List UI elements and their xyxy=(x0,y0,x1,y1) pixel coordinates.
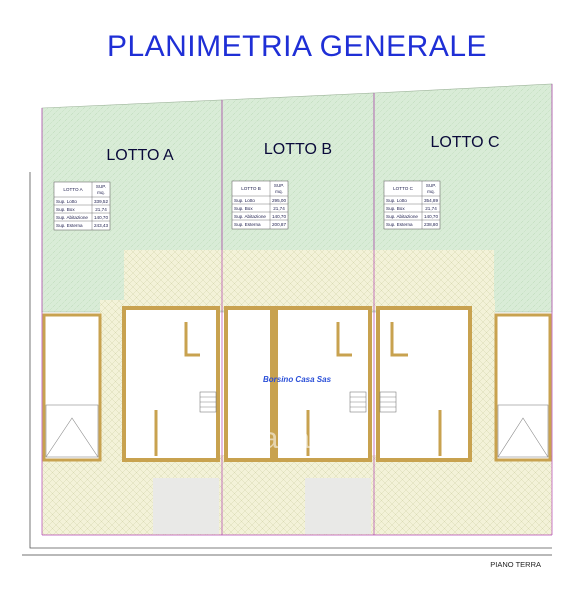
lot-c-row-label: Sup. Lotto xyxy=(386,198,407,203)
lot-a-label: LOTTO A xyxy=(106,147,174,164)
lot-a-row-value: 243,43 xyxy=(94,223,108,228)
garage-left xyxy=(42,313,102,462)
floor-label: PIANO TERRA xyxy=(490,560,541,569)
lot-c-row-label: Sup. Abitazione xyxy=(386,214,418,219)
lot-c-row-value: 140,70 xyxy=(424,214,438,219)
lot-b-table-unit-top: SUP. xyxy=(274,183,284,188)
agency-label: Borsino Casa Sas xyxy=(263,375,332,384)
lot-c-row-label: Sup. Box xyxy=(386,206,405,211)
lot-c-table: LOTTO C SUP. mq. Sup. Lotto 354,89 Sup. … xyxy=(383,180,441,230)
lot-a-row-label: Sup. Lotto xyxy=(56,199,77,204)
lot-a-row-value: 339,52 xyxy=(94,199,108,204)
lot-a-table-unit-top: SUP. xyxy=(96,184,106,189)
lot-c-row-value: 354,89 xyxy=(424,198,438,203)
lot-b-label: LOTTO B xyxy=(264,141,332,158)
lot-a-table-title: LOTTO A xyxy=(63,187,83,192)
driveways xyxy=(153,478,371,534)
lot-c-table-title: LOTTO C xyxy=(393,186,414,191)
lot-b-table-unit-bottom: mq. xyxy=(275,189,283,194)
lot-a-row-label: Sup. Box xyxy=(56,207,75,212)
lot-c-row-value: 238,80 xyxy=(424,222,438,227)
lot-a-table-unit-bottom: mq. xyxy=(97,190,105,195)
lot-a-row-label: Sup. Esterna xyxy=(56,223,83,228)
lot-b-row-value: 140,70 xyxy=(272,214,286,219)
lot-b-row-label: Sup. Box xyxy=(234,206,253,211)
lot-b-row-value: 295,00 xyxy=(272,198,286,203)
lot-c-table-unit-bottom: mq. xyxy=(427,189,435,194)
lot-b-row-value: 21,74 xyxy=(273,206,285,211)
lot-b-table-title: LOTTO B xyxy=(241,186,261,191)
lot-b-row-value: 200,87 xyxy=(272,222,286,227)
lot-a-row-value: 21,74 xyxy=(95,207,107,212)
site-boundary xyxy=(22,84,553,556)
watermark-logo: casa.it xyxy=(247,422,334,455)
lot-b-row-label: Sup. Esterna xyxy=(234,222,261,227)
garage-right xyxy=(494,313,552,462)
lot-a-row-value: 140,70 xyxy=(94,215,108,220)
lot-b-row-label: Sup. Lotto xyxy=(234,198,255,203)
lot-b-table: LOTTO B SUP. mq. Sup. Lotto 295,00 Sup. … xyxy=(231,180,289,230)
page-title: PLANIMETRIA GENERALE xyxy=(107,30,487,63)
lot-c-row-label: Sup. Esterna xyxy=(386,222,413,227)
house-units xyxy=(122,306,472,462)
lot-c-label: LOTTO C xyxy=(430,134,499,151)
lot-a-row-label: Sup. Abitazione xyxy=(56,215,88,220)
lot-a-table: LOTTO A SUP. mq. Sup. Lotto 339,52 Sup. … xyxy=(53,181,111,231)
lot-b-row-label: Sup. Abitazione xyxy=(234,214,266,219)
terrace-areas xyxy=(42,250,552,535)
lot-c-row-value: 21,74 xyxy=(425,206,437,211)
lot-c-table-unit-top: SUP. xyxy=(426,183,436,188)
